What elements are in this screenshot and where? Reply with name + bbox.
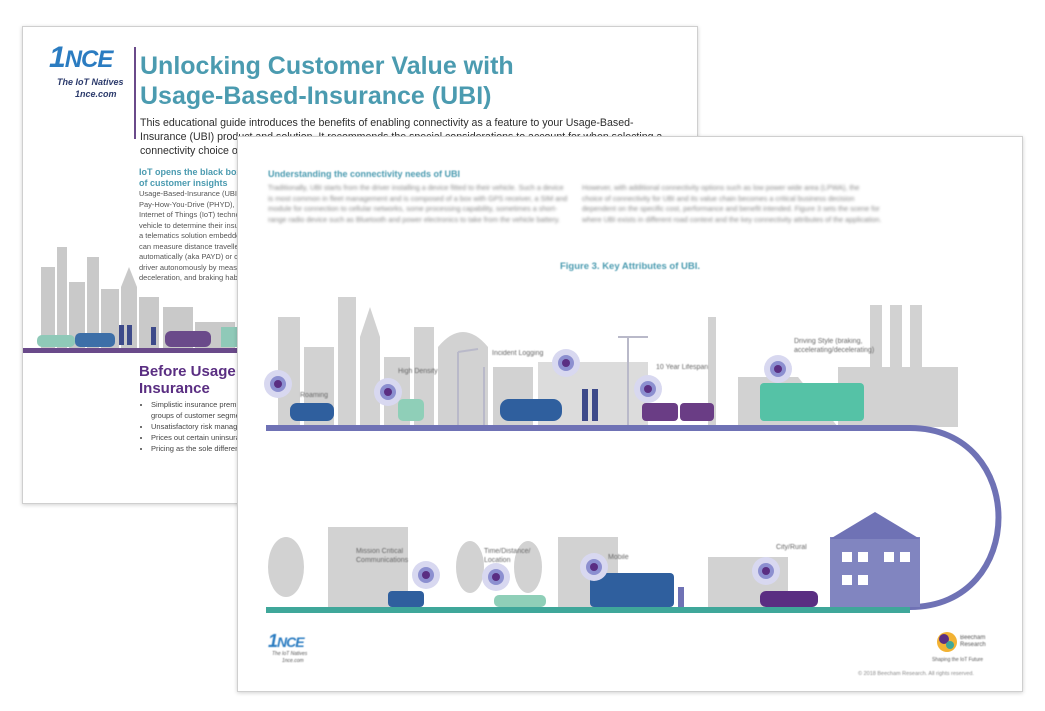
h2-line-1: Before Usage B <box>139 363 251 380</box>
beecham-tagline: Shaping the IoT Future <box>932 657 984 663</box>
annotation-lifespan: 10 Year Lifespan <box>656 364 709 371</box>
figure-title: Figure 3. Key Attributes of UBI. <box>559 261 701 272</box>
logo-one: 1 <box>49 41 66 74</box>
logo-nce: NCE <box>64 46 114 73</box>
bullet-item: Prices out certain uninsurab <box>151 432 251 443</box>
section-body-line: deceleration, and braking habi <box>139 273 240 282</box>
section-body-line: vehicle to determine their insu <box>139 220 239 230</box>
beecham-logo-icon <box>937 632 957 652</box>
document-title: Unlocking Customer Value with Usage-Base… <box>140 51 514 111</box>
section-body-line: a telematics solution embedde <box>139 231 241 240</box>
section-body-line: Internet of Things (IoT) techno <box>139 210 240 219</box>
bullet-item: Pricing as the sole differenti <box>151 443 251 454</box>
header-divider <box>134 47 136 139</box>
annotation-driving-style: Driving Style (braking, accelerating/dec… <box>794 338 875 354</box>
ubi-infographic <box>264 297 1002 613</box>
annotation-time-distance: Time/Distance/ Location <box>484 548 531 564</box>
section-body-line: Usage-Based-Insurance (UBI) i <box>139 189 244 198</box>
section-heading: IoT opens the black box of customer insi… <box>139 167 242 188</box>
footer-logo-nce: NCE <box>277 634 305 650</box>
logo-url: 1nce.com <box>75 89 117 99</box>
section-body-line: can measure distance travelle <box>139 241 239 251</box>
footer-logo-one: 1 <box>268 631 278 651</box>
before-ubi-heading: Before Usage B Insurance <box>139 363 251 397</box>
title-line-2: Usage-Based-Insurance (UBI) <box>140 82 492 110</box>
annotation-high-density: High Density <box>398 368 438 375</box>
1nce-logo: 1NCE <box>49 41 114 75</box>
front-left-column: Traditionally, UBI starts from the drive… <box>268 183 568 224</box>
footer-tagline: The IoT Natives <box>272 651 308 657</box>
front-document-page: Understanding the connectivity needs of … <box>237 136 1023 692</box>
beecham-name: Beecham Research <box>960 635 986 648</box>
annotation-incident-logging: Incident Logging <box>492 350 544 357</box>
logo-tagline: The IoT Natives <box>57 77 124 87</box>
annotation-mobile: Mobile <box>608 554 629 561</box>
front-right-column: However, with additional connectivity op… <box>582 183 882 224</box>
section-body-line: driver autonomously by measu <box>139 262 242 272</box>
footer-sub: 1nce.com <box>282 658 304 664</box>
h2-line-2: Insurance <box>139 380 210 397</box>
bullet-item: Unsatisfactory risk manager <box>151 421 251 432</box>
bullet-item: Simplistic insurance premiu groups of cu… <box>151 399 251 421</box>
city-skyline-illustration <box>23 247 243 353</box>
footer-1nce-logo: 1NCE <box>268 631 305 652</box>
front-section-heading: Understanding the connectivity needs of … <box>268 169 461 179</box>
title-line-1: Unlocking Customer Value with <box>140 52 514 80</box>
copyright-notice: © 2018 Beecham Research. All rights rese… <box>858 671 974 677</box>
section-body-line: Pay-How-You-Drive (PHYD), a <box>139 199 241 209</box>
annotation-mission-critical: Mission Critical Communications <box>356 548 409 564</box>
annotation-roaming: Roaming <box>300 392 329 399</box>
annotation-city-rural: City/Rural <box>776 544 807 551</box>
bullet-list: Simplistic insurance premiu groups of cu… <box>141 399 251 454</box>
section-body-line: automatically (aka PAYD) or co <box>139 252 243 261</box>
